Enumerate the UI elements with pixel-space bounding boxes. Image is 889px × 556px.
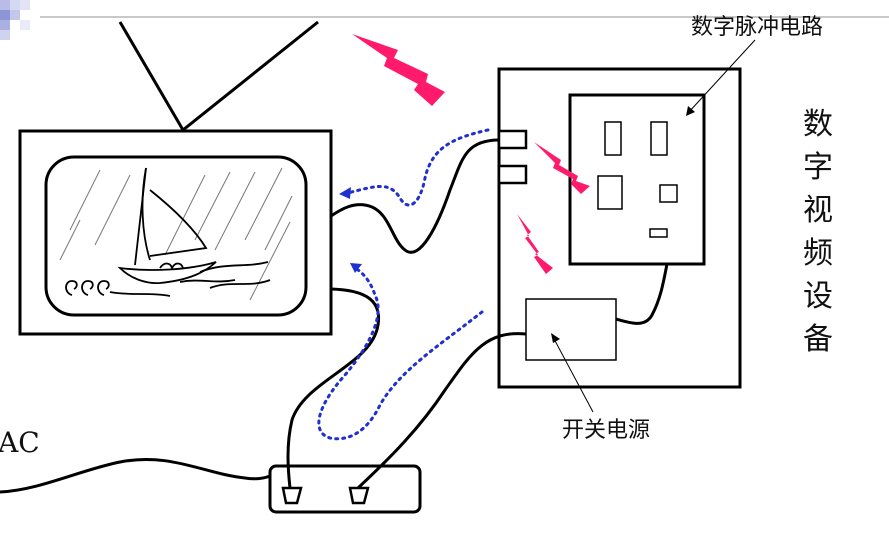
device-port-upper <box>497 129 528 150</box>
switching-power-supply-box <box>525 298 617 361</box>
tv-antenna <box>118 20 319 132</box>
plug-right <box>348 486 370 505</box>
circuit-to-psu-cable <box>615 263 669 325</box>
label-ac: AC <box>0 426 40 459</box>
lightning-bolt-mid <box>534 142 590 194</box>
arrowhead-upper <box>339 187 351 199</box>
plug-left <box>281 486 303 505</box>
device-power-cable <box>356 332 527 490</box>
vertical-char-5: 设 <box>803 279 833 314</box>
digital-pulse-circuit-board <box>568 93 706 266</box>
digital-video-device <box>497 67 742 389</box>
device-port-lower <box>497 164 528 185</box>
arrowhead-lower <box>350 263 362 273</box>
lightning-bolt-low <box>517 214 553 274</box>
label-switching-power-supply: 开关电源 <box>562 418 650 443</box>
leader-lines <box>552 39 756 413</box>
signal-path-upper <box>346 128 490 207</box>
label-digital-video-device: 数 字 视 频 设 备 <box>803 107 833 357</box>
vertical-char-3: 视 <box>803 193 833 228</box>
cables <box>0 138 669 494</box>
interference-bolts <box>352 34 590 274</box>
circuit-chips <box>597 121 678 238</box>
tv-power-cable <box>286 287 381 489</box>
ac-mains-cable <box>0 457 271 494</box>
slide-header-decoration <box>0 0 889 40</box>
vertical-char-6: 备 <box>803 322 833 357</box>
vertical-char-2: 字 <box>803 150 833 185</box>
power-strip <box>268 464 422 514</box>
label-digital-pulse-circuit: 数字脉冲电路 <box>691 15 823 40</box>
vertical-char-4: 频 <box>803 236 833 271</box>
signal-path-lower <box>317 266 484 441</box>
tv-screen <box>44 155 308 317</box>
tv-set <box>18 129 333 336</box>
signal-cable <box>330 138 500 254</box>
radiated-signal-paths <box>317 128 490 441</box>
leader-arrow-circuit <box>686 106 695 116</box>
sailboat-icon <box>65 167 271 297</box>
leader-arrow-psu <box>551 333 560 343</box>
vertical-char-1: 数 <box>803 107 833 142</box>
lightning-bolt-large <box>352 34 445 106</box>
signal-arrowheads <box>339 187 362 273</box>
screen-hatching <box>59 167 293 301</box>
